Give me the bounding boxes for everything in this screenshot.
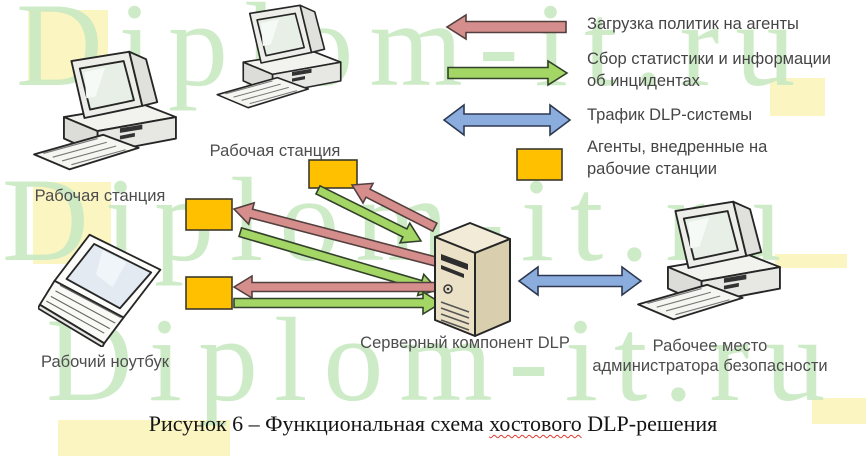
dlp-server-icon bbox=[434, 222, 511, 337]
highlight-mark bbox=[775, 254, 847, 268]
agent-box-workstation2 bbox=[308, 159, 358, 189]
admin-computer-icon bbox=[637, 200, 781, 321]
stats-arrow-from-workstation2 bbox=[314, 184, 423, 244]
caption-prefix: Рисунок 6 – Функциональная схема bbox=[148, 411, 490, 436]
highlight-mark bbox=[58, 420, 230, 456]
highlight-mark bbox=[770, 78, 825, 116]
stats-arrow-from-laptop bbox=[233, 290, 443, 316]
admin-label-line1: Рабочее место bbox=[652, 337, 768, 355]
highlight-mark bbox=[812, 398, 866, 424]
legend-item-policy: Загрузка политик на агенты bbox=[587, 13, 799, 35]
admin-label: Рабочее место администратора безопасност… bbox=[565, 336, 855, 376]
caption-suffix: DLP-решения bbox=[581, 411, 718, 436]
workstation1-label: Рабочая станция bbox=[34, 187, 166, 205]
admin-label-line2: администратора безопасности bbox=[592, 357, 828, 375]
traffic-arrow-server-admin bbox=[517, 265, 643, 297]
caption-misspelled-word: хостового bbox=[489, 411, 582, 436]
workstation2-label: Рабочая станция bbox=[209, 142, 341, 160]
legend-item-agents-text2: рабочие станции bbox=[587, 160, 717, 178]
legend-item-stats: Сбор статистики и информации об инцидент… bbox=[587, 48, 831, 92]
legend-item-agents: Агенты, внедренные на рабочие станции bbox=[587, 136, 767, 180]
legend-agent-box-swatch bbox=[516, 148, 563, 181]
legend-traffic-arrow bbox=[442, 103, 572, 137]
legend-item-traffic-text: Трафик DLP-системы bbox=[587, 106, 753, 124]
agent-box-laptop bbox=[185, 276, 233, 310]
legend-item-policy-text: Загрузка политик на агенты bbox=[587, 15, 799, 33]
legend-stats-arrow bbox=[447, 59, 569, 87]
legend-policy-arrow bbox=[445, 13, 567, 41]
workstation2-computer-icon bbox=[216, 4, 342, 109]
legend-item-traffic: Трафик DLP-системы bbox=[587, 104, 752, 126]
legend-item-stats-text2: об инцидентах bbox=[587, 72, 700, 90]
legend-item-agents-text1: Агенты, внедренные на bbox=[587, 138, 768, 156]
stats-arrow-from-workstation1 bbox=[238, 226, 440, 297]
server-label: Серверный компонент DLP bbox=[360, 334, 570, 352]
laptop-icon bbox=[38, 233, 162, 347]
policy-arrow-to-workstation2 bbox=[350, 182, 438, 233]
workstation1-computer-icon bbox=[33, 50, 177, 171]
legend-item-stats-text1: Сбор статистики и информации bbox=[587, 50, 832, 68]
laptop-label: Рабочий ноутбук bbox=[41, 353, 169, 371]
figure-caption: Рисунок 6 – Функциональная схема хостово… bbox=[0, 411, 866, 437]
agent-box-workstation1 bbox=[185, 198, 233, 231]
